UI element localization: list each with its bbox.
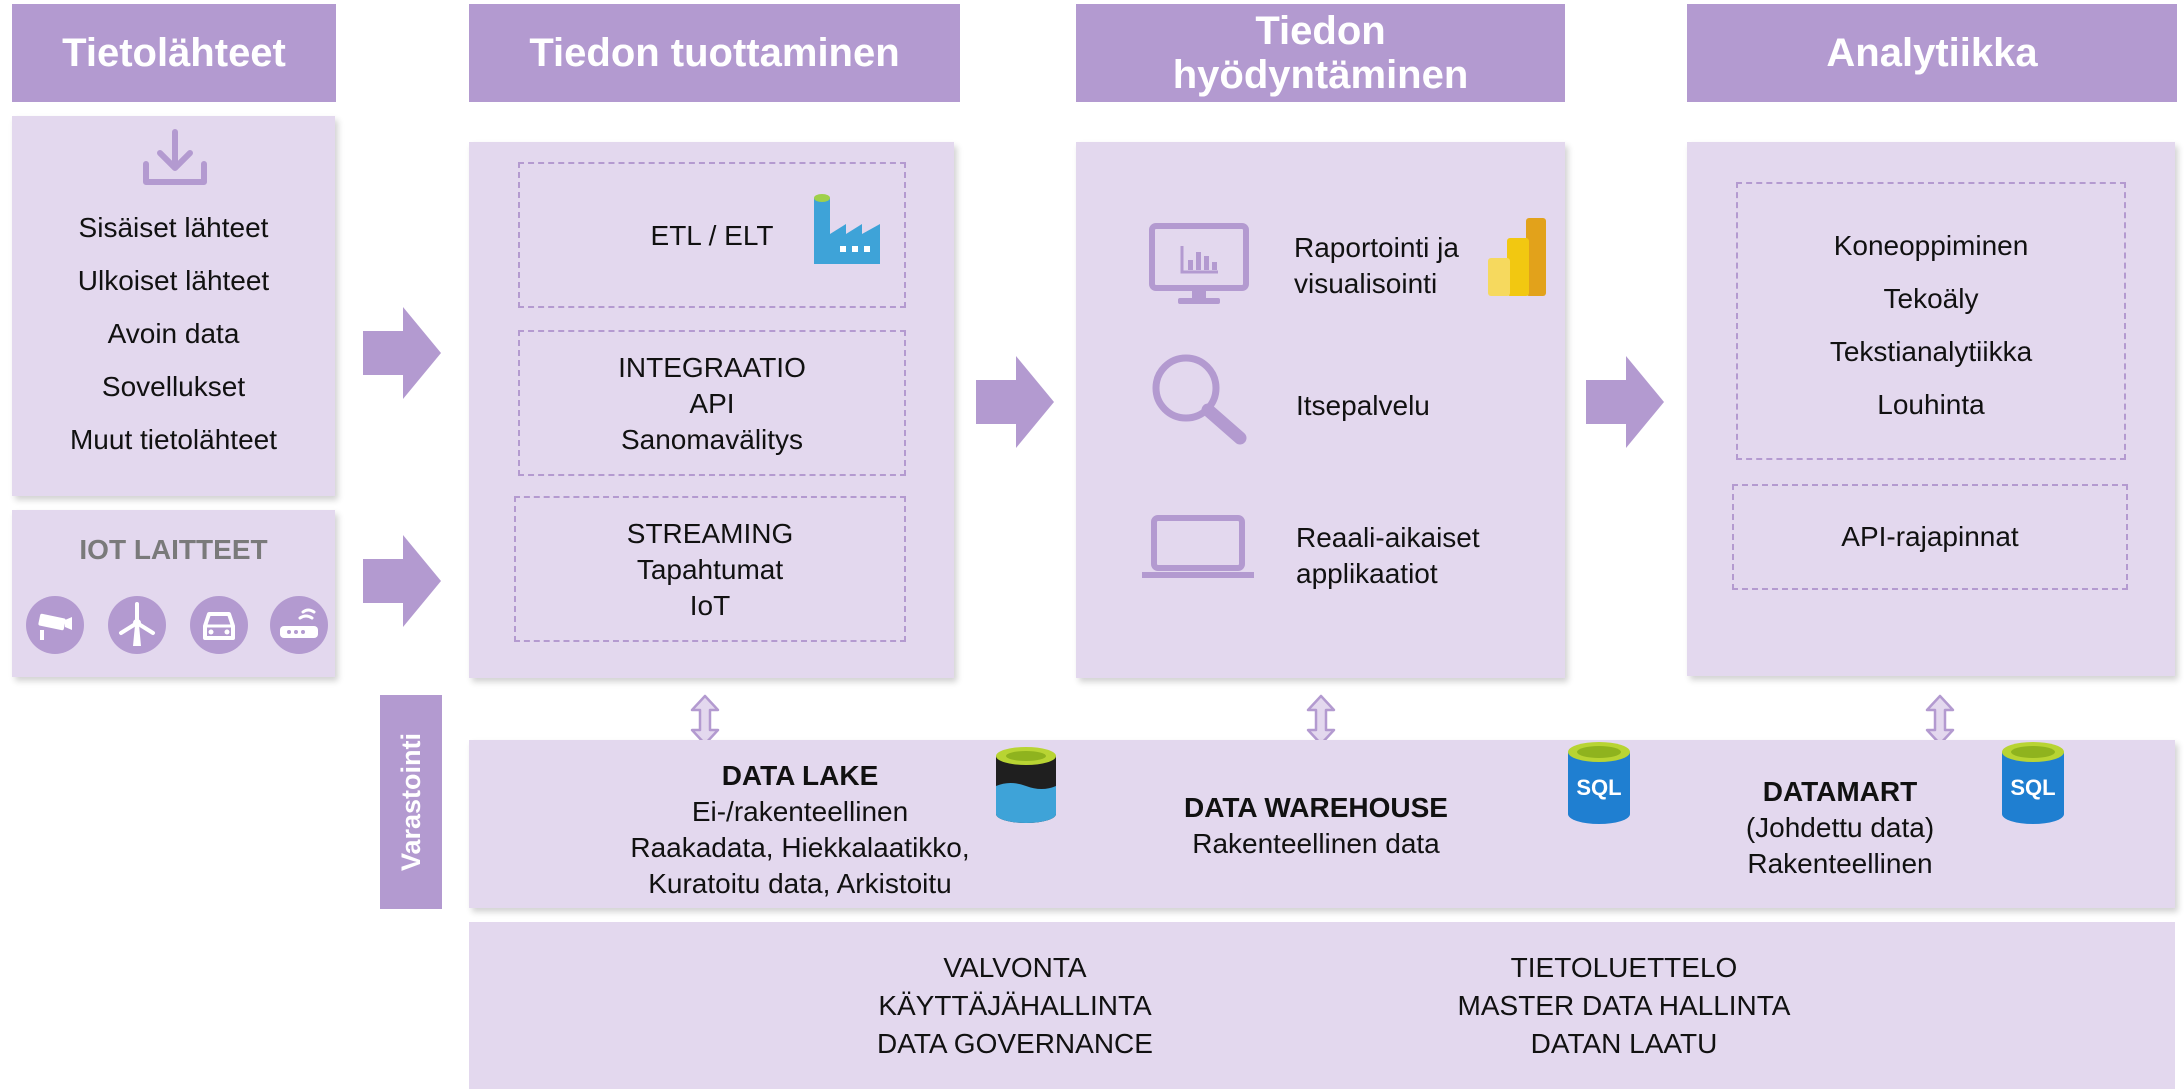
datamart-line: (Johdettu data) [1745, 812, 1935, 843]
integration-text: INTEGRAATIO API Sanomavälitys [518, 350, 906, 458]
warehouse-title: DATA WAREHOUSE [1184, 792, 1448, 823]
streaming-line: Tapahtumat [636, 554, 784, 585]
laptop-icon [1142, 515, 1254, 578]
header-utilization-line1: Tiedon [1255, 9, 1386, 53]
governance-item: VALVONTA [943, 952, 1087, 983]
source-item: Ulkoiset lähteet [77, 265, 270, 296]
governance-item: MASTER DATA HALLINTA [1457, 990, 1791, 1021]
sql-database-icon: SQL [2002, 742, 2064, 824]
header-analytics: Analytiikka [1687, 4, 2177, 102]
source-item: Sisäiset lähteet [78, 212, 269, 243]
governance-item: DATAN LAATU [1530, 1028, 1718, 1059]
sources-panel: Sisäiset lähteet Ulkoiset lähteet Avoin … [12, 116, 335, 496]
header-sources: Tietolähteet [12, 4, 336, 102]
datalake-line: Raakadata, Hiekkalaatikko, [630, 832, 970, 863]
double-arrow-icon [1306, 694, 1336, 746]
storage-label-bar [380, 695, 442, 909]
sources-list: Sisäiset lähteet Ulkoiset lähteet Avoin … [12, 210, 335, 475]
governance-right: TIETOLUETTELO MASTER DATA HALLINTA DATAN… [1424, 950, 1824, 1064]
powerbi-icon [1488, 218, 1546, 296]
datalake-line: Kuratoitu data, Arkistoitu [648, 868, 952, 899]
source-item: Avoin data [107, 318, 240, 349]
reporting-line: visualisointi [1294, 268, 1438, 299]
storage-label: Varastointi [396, 732, 426, 872]
reporting-line: Raportointi ja [1294, 232, 1459, 263]
storage-panel [469, 740, 2175, 908]
realtime-line: applikaatiot [1296, 558, 1438, 589]
header-utilization-line2: hyödyntäminen [1172, 53, 1469, 97]
streaming-text: STREAMING Tapahtumat IoT [514, 516, 906, 624]
governance-panel [469, 922, 2175, 1089]
analytics-item: Tekstianalytiikka [1829, 336, 2033, 367]
analytics-list: Koneoppiminen Tekoäly Tekstianalytiikka … [1736, 228, 2126, 440]
datamart-text: DATAMART (Johdettu data) Rakenteellinen [1690, 774, 1990, 882]
monitor-chart-icon [1149, 223, 1249, 304]
datamart-line: Rakenteellinen [1747, 848, 1933, 879]
source-item: Sovellukset [101, 371, 246, 402]
realtime-text: Reaali-aikaiset applikaatiot [1296, 520, 1526, 592]
integration-title: INTEGRAATIO [618, 352, 806, 383]
governance-item: KÄYTTÄJÄHALLINTA [878, 990, 1152, 1021]
datalake-line: Ei-/rakenteellinen [691, 796, 909, 827]
analytics-panel [1687, 142, 2175, 676]
integration-box [518, 330, 906, 476]
double-arrow-icon [1925, 694, 1955, 746]
etl-label: ETL / ELT [650, 220, 774, 251]
car-icon [190, 596, 248, 654]
data-factory-icon [814, 194, 880, 264]
api-box [1732, 484, 2128, 590]
download-icon [143, 129, 207, 185]
sql-database-icon: SQL [1568, 742, 1630, 824]
etl-box [518, 162, 906, 308]
integration-line: Sanomavälitys [620, 424, 804, 455]
arrow-right-icon [1586, 356, 1664, 448]
iot-panel: IOT LAITTEET [12, 510, 335, 677]
warehouse-line: Rakenteellinen data [1192, 828, 1440, 859]
streaming-box [514, 496, 906, 642]
warehouse-text: DATA WAREHOUSE Rakenteellinen data [1116, 790, 1516, 862]
header-production: Tiedon tuottaminen [469, 4, 960, 102]
selfservice-text: Itsepalvelu [1296, 390, 1430, 421]
streaming-title: STREAMING [626, 518, 794, 549]
api-text: API-rajapinnat [1841, 521, 2019, 552]
sql-label: SQL [1576, 775, 1621, 800]
wind-turbine-icon [108, 596, 166, 654]
sql-label: SQL [2010, 775, 2055, 800]
analytics-item: Koneoppiminen [1833, 230, 2029, 261]
header-utilization: Tiedon hyödyntäminen [1076, 4, 1565, 102]
analytics-box [1736, 182, 2126, 460]
datalake-text: DATA LAKE Ei-/rakenteellinen Raakadata, … [600, 758, 1000, 902]
realtime-line: Reaali-aikaiset [1296, 522, 1480, 553]
utilization-panel [1076, 142, 1565, 678]
integration-line: API [689, 388, 735, 419]
analytics-item: Louhinta [1877, 389, 1985, 420]
governance-left: VALVONTA KÄYTTÄJÄHALLINTA DATA GOVERNANC… [815, 950, 1215, 1064]
analytics-item: Tekoäly [1883, 283, 1979, 314]
iot-title: IOT LAITTEET [79, 534, 268, 565]
datamart-title: DATAMART [1762, 776, 1918, 807]
arrow-right-icon [976, 356, 1054, 448]
router-icon [270, 596, 328, 654]
data-lake-icon [996, 747, 1056, 823]
source-item: Muut tietolähteet [69, 424, 278, 455]
arrow-right-icon [363, 307, 441, 399]
search-icon [1152, 354, 1247, 445]
arrow-right-icon [363, 535, 441, 627]
camera-icon [26, 596, 84, 654]
streaming-line: IoT [689, 590, 731, 621]
reporting-text: Raportointi ja visualisointi [1294, 230, 1494, 302]
datalake-title: DATA LAKE [721, 760, 879, 791]
governance-item: DATA GOVERNANCE [877, 1028, 1153, 1059]
double-arrow-icon [690, 694, 720, 746]
governance-item: TIETOLUETTELO [1510, 952, 1738, 983]
